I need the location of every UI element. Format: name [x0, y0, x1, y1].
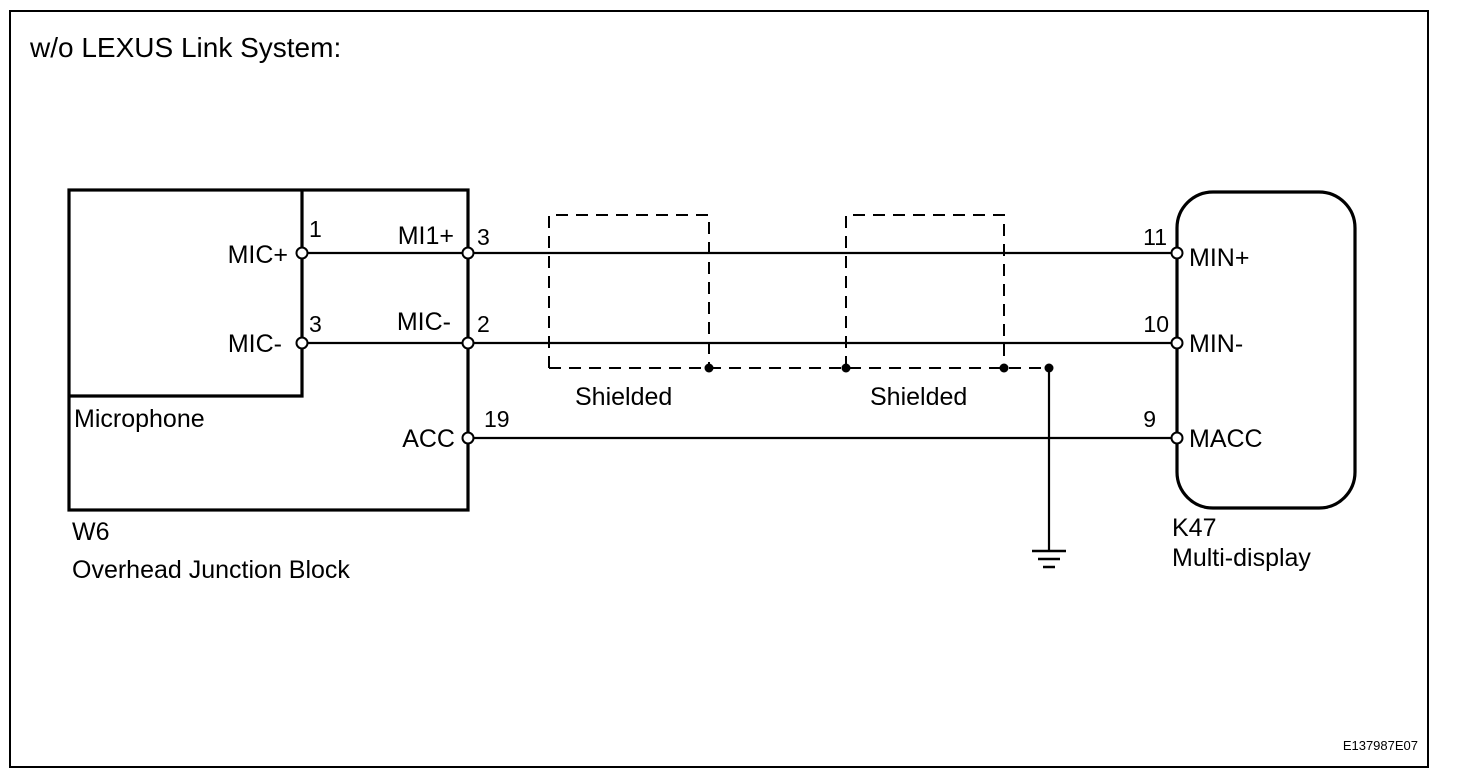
diagram-title: w/o LEXUS Link System:	[29, 32, 341, 63]
shield-right	[845, 214, 1005, 368]
terminal-acc	[461, 431, 475, 445]
acc-pin: 19	[484, 406, 510, 432]
shield-label-left: Shielded	[575, 383, 672, 411]
k47-name: Multi-display	[1172, 544, 1311, 572]
terminal-mic-plus	[295, 246, 309, 260]
macc-label: MACC	[1189, 425, 1263, 453]
w6-code: W6	[72, 518, 110, 546]
shield-junction-dot	[841, 363, 851, 373]
figure-code: E137987E07	[1343, 738, 1418, 753]
mic-plus-label: MIC+	[228, 241, 288, 269]
diagram-frame	[9, 10, 1429, 768]
min-minus-label: MIN-	[1189, 330, 1243, 358]
junction-block-outline	[67, 188, 470, 512]
mi1-plus-label: MI1+	[398, 222, 454, 250]
k47-code: K47	[1172, 514, 1216, 542]
terminal-min-plus	[1170, 246, 1184, 260]
terminal-mic-minus	[295, 336, 309, 350]
terminal-macc	[1170, 431, 1184, 445]
mic-minus-pin: 3	[309, 311, 322, 337]
terminal-w6-mic-minus	[461, 336, 475, 350]
shield-left	[548, 214, 710, 368]
ground-icon	[1032, 549, 1066, 569]
multi-display-outline	[1175, 190, 1357, 510]
w6-name: Overhead Junction Block	[72, 556, 350, 584]
min-plus-pin: 11	[1143, 224, 1167, 250]
microphone-label: Microphone	[74, 405, 205, 433]
w6-mic-minus-pin: 2	[477, 311, 490, 337]
mic-plus-pin: 1	[309, 216, 322, 242]
terminal-min-minus	[1170, 336, 1184, 350]
acc-label: ACC	[402, 425, 455, 453]
shield-junction-dot	[999, 363, 1009, 373]
min-plus-label: MIN+	[1189, 244, 1249, 272]
mi1-plus-pin: 3	[477, 224, 490, 250]
w6-mic-minus-label: MIC-	[397, 308, 451, 336]
shield-junction-dot	[704, 363, 714, 373]
terminal-mi1-plus	[461, 246, 475, 260]
min-minus-pin: 10	[1143, 311, 1169, 337]
mic-minus-label: MIC-	[228, 330, 282, 358]
shield-label-right: Shielded	[870, 383, 967, 411]
microphone-outline	[69, 190, 304, 398]
macc-pin: 9	[1143, 406, 1156, 432]
